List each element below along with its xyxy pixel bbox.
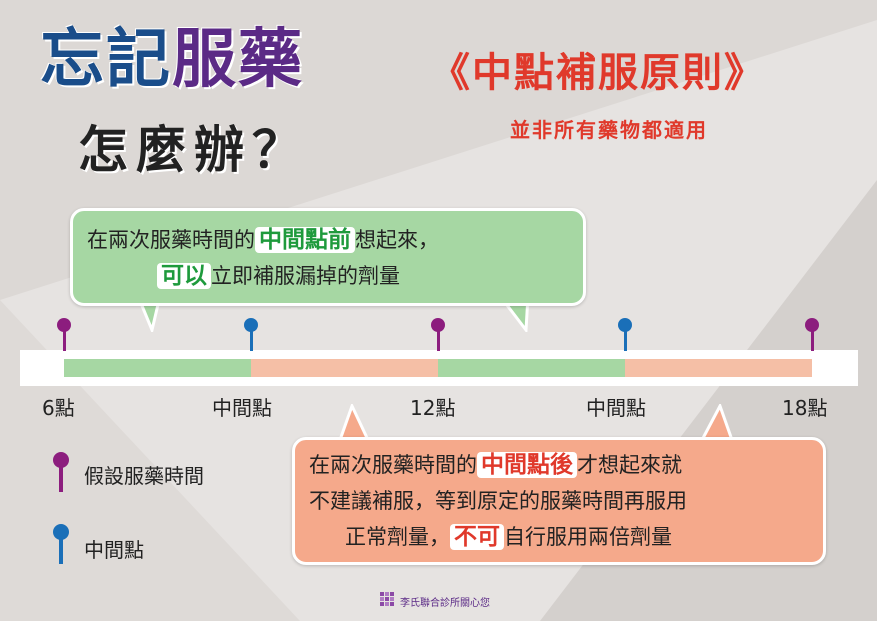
bubble-after-text: 才想起來就 — [577, 453, 682, 477]
bubble-after-text: 正常劑量， — [345, 525, 450, 549]
title-forget: 忘記 — [40, 22, 172, 97]
legend-midpoint-pin-icon — [53, 524, 69, 540]
legend-dose-time: 假設服藥時間 — [84, 464, 204, 488]
title-how: 怎麼辦？ — [78, 120, 310, 179]
clinic-name: 李氏聯合診所關心您 — [400, 598, 490, 609]
tick-label-18: 18點 — [782, 396, 828, 420]
highlight-can: 可以 — [157, 263, 211, 289]
bubble-after-line1: 在兩次服藥時間的中間點後才想起來就 — [309, 448, 682, 482]
bubble-after-line2: 不建議補服，等到原定的服藥時間再服用 — [309, 489, 687, 513]
main-title: 忘記服藥 — [40, 28, 304, 92]
segment-before-midpoint-2 — [438, 359, 625, 377]
midpoint-pin-stem — [624, 327, 627, 351]
midpoint-pin-stem — [250, 327, 253, 351]
bubble-after-midpoint: 在兩次服藥時間的中間點後才想起來就 不建議補服，等到原定的服藥時間再服用 正常劑… — [292, 437, 826, 565]
dose-pin-icon — [57, 318, 71, 332]
dose-pin-stem — [811, 327, 814, 351]
bubble-before-midpoint: 在兩次服藥時間的中間點前想起來， 可以立即補服漏掉的劑量 — [70, 208, 586, 306]
legend-dose-pin-stem — [59, 464, 63, 492]
bubble-after-line3: 正常劑量，不可自行服用兩倍劑量 — [345, 520, 672, 554]
legend-midpoint: 中間點 — [84, 538, 144, 562]
bubble-after-text: 在兩次服藥時間的 — [309, 453, 477, 477]
clinic-logo-icon — [380, 592, 394, 606]
rule-subtitle: 並非所有藥物都適用 — [510, 118, 708, 142]
title-medicine: 服藥 — [172, 22, 304, 97]
segment-after-midpoint-1 — [251, 359, 438, 377]
dose-pin-icon — [431, 318, 445, 332]
midpoint-pin-icon — [618, 318, 632, 332]
rule-title: 《中點補服原則》 — [430, 49, 766, 96]
highlight-after-midpoint: 中間點後 — [477, 452, 577, 478]
bubble-before-text: 想起來， — [355, 228, 439, 252]
bubble-after-text: 自行服用兩倍劑量 — [504, 525, 672, 549]
tick-label-midpoint-2: 中間點 — [586, 396, 646, 420]
segment-before-midpoint-1 — [64, 359, 251, 377]
bubble-before-text: 在兩次服藥時間的 — [87, 228, 255, 252]
midpoint-pin-icon — [244, 318, 258, 332]
bubble-before-text: 立即補服漏掉的劑量 — [211, 264, 400, 288]
bubble-before-line2: 可以立即補服漏掉的劑量 — [157, 259, 400, 293]
tick-label-12: 12點 — [410, 396, 456, 420]
highlight-cannot: 不可 — [450, 524, 504, 550]
highlight-before-midpoint: 中間點前 — [255, 227, 355, 253]
tick-label-midpoint-1: 中間點 — [212, 396, 272, 420]
legend-dose-pin-icon — [53, 452, 69, 468]
legend-midpoint-pin-stem — [59, 536, 63, 564]
tick-label-6: 6點 — [42, 396, 75, 420]
dose-pin-stem — [437, 327, 440, 351]
dose-pin-stem — [63, 327, 66, 351]
segment-after-midpoint-2 — [625, 359, 812, 377]
dose-pin-icon — [805, 318, 819, 332]
bubble-before-line1: 在兩次服藥時間的中間點前想起來， — [87, 223, 439, 257]
